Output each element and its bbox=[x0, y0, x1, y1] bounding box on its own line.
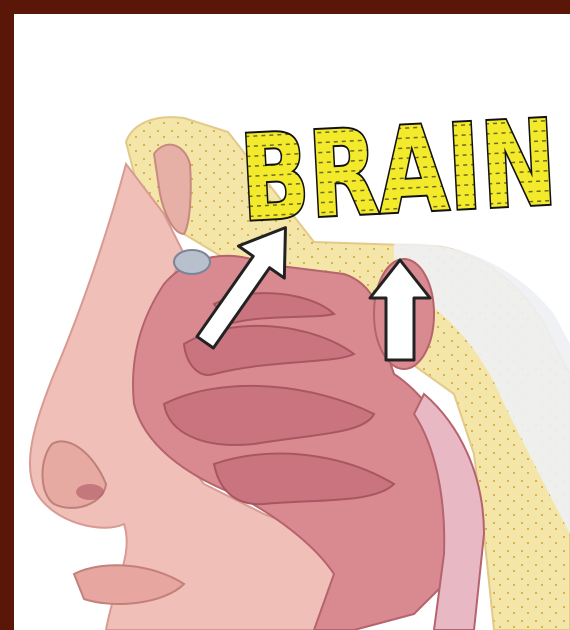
brain-label: BRAIN bbox=[237, 94, 560, 248]
diagram-panel: BRAIN bbox=[14, 14, 570, 630]
nostril bbox=[76, 484, 104, 500]
nasal-anatomy-illustration: BRAIN bbox=[14, 14, 570, 630]
eye-icon bbox=[174, 250, 210, 274]
